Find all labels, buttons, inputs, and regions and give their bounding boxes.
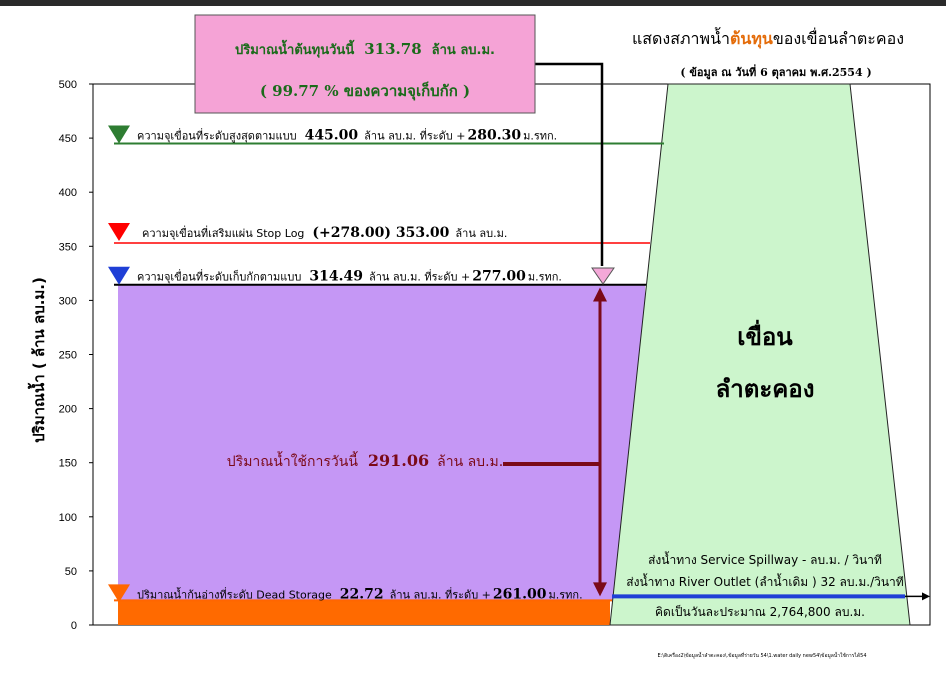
- level-marker-normal: [108, 266, 130, 285]
- level-marker-max: [108, 125, 130, 144]
- storage-areas: [118, 285, 645, 625]
- level-marker-stoplog: [108, 223, 130, 242]
- dam-body: [609, 83, 911, 626]
- usable-arrow-head-bottom: [593, 582, 607, 597]
- release-spillway-text: ส่งน้ำทาง Service Spillway - ลบ.ม. / วิน…: [648, 551, 882, 567]
- release-daily-text: คิดเป็นวันละประมาณ 2,764,800 ลบ.ม.: [655, 604, 865, 619]
- y-tick-label: 100: [59, 512, 77, 524]
- current-level-marker: [591, 267, 615, 285]
- y-tick-label: 200: [59, 404, 77, 416]
- dam-name-line1: เขื่อน: [737, 319, 793, 351]
- y-tick-label: 50: [65, 566, 77, 578]
- dead-storage-area: [118, 600, 610, 625]
- y-tick-label: 400: [59, 187, 77, 199]
- chart-title: แสดงสภาพน้ำต้นทุนของเขื่อนลำตะคอง: [632, 27, 904, 49]
- dam-name-line2: ลำตะคอง: [716, 375, 815, 403]
- storage-box: [194, 14, 536, 114]
- y-tick-label: 450: [59, 133, 77, 145]
- y-tick-label: 250: [59, 350, 77, 362]
- y-tick-label: 350: [59, 241, 77, 253]
- top-border: [0, 0, 946, 6]
- y-tick-label: 500: [59, 79, 77, 91]
- release-arrow-head: [922, 592, 930, 601]
- y-tick-label: 300: [59, 295, 77, 307]
- y-axis-label: ปริมาณน้ำ ( ล้าน ลบ.ม.): [27, 277, 48, 443]
- usable-arrow-head-top: [593, 287, 607, 302]
- level-label-stoplog: ความจุเขื่อนที่เสริมแผ่น Stop Log(+278.0…: [142, 225, 507, 241]
- usable-storage-area: [118, 285, 645, 601]
- release-outlet-text: ส่งน้ำทาง River Outlet (ลำน้ำเดิม ) 32 ล…: [626, 573, 903, 589]
- level-marker-dead: [108, 584, 130, 603]
- file-path-footnote: E:\ดิเครื่อง2\ข้อมูลน้ำลำตะคอง\.ข้อมูลที…: [657, 650, 866, 659]
- storage-box-line2: ( 99.77 % ของความจุเก็บกัก ): [260, 81, 470, 101]
- storage-connector: [535, 62, 604, 266]
- y-tick-label: 150: [59, 458, 77, 470]
- annotations: [503, 62, 930, 601]
- chart-subtitle: ( ข้อมูล ณ วันที่ 6 ตุลาคม พ.ศ.2554 ): [680, 64, 871, 80]
- y-tick-label: 0: [71, 620, 77, 632]
- dam-shape: [609, 83, 911, 626]
